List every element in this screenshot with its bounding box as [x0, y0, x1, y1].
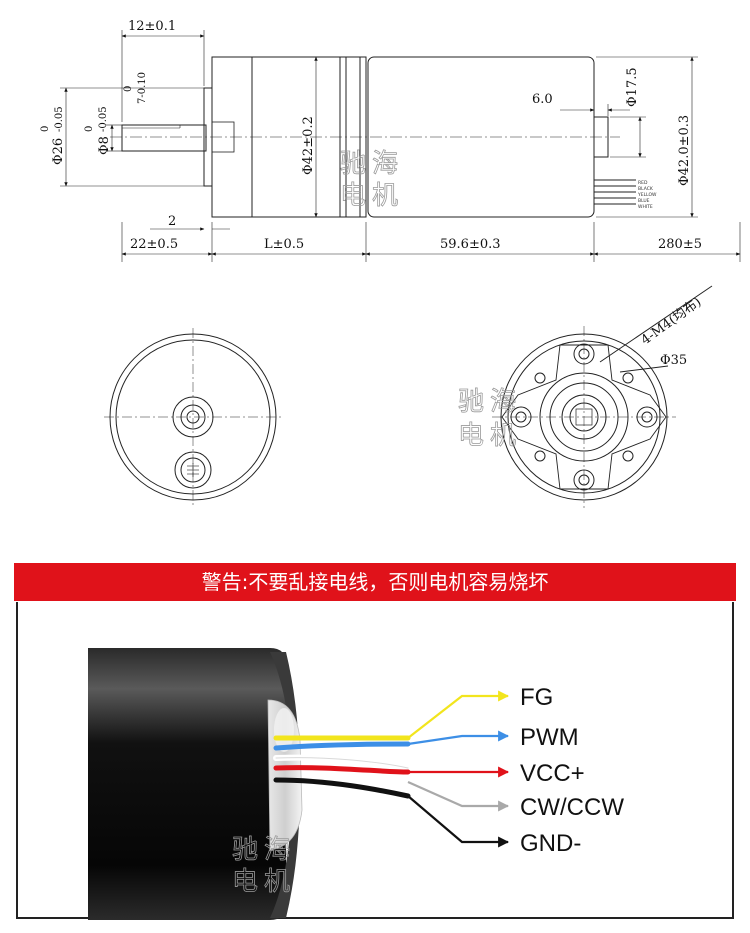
photo-frame: [16, 602, 734, 919]
svg-text:电: 电: [340, 181, 366, 211]
dim-d42-motor: Φ42.0±0.3: [677, 115, 692, 186]
gearbox-body: [211, 56, 367, 218]
rear-boss: [593, 116, 609, 158]
dim-d8-tol-top: 0: [84, 126, 95, 132]
svg-text:机: 机: [264, 867, 290, 897]
dim-d42-body: Φ42±0.2: [301, 116, 316, 175]
svg-text:电: 电: [232, 867, 258, 897]
watermark-side: 驰 海 电 机: [340, 149, 399, 212]
dim-holes: 4-M4(均布): [639, 295, 705, 349]
lead-color-text: RED BLACK YELLOW BLUE WHITE: [637, 180, 657, 210]
svg-text:RED: RED: [638, 180, 648, 186]
dim-flange-tol-bottom: 7-0.10: [137, 72, 148, 104]
svg-text:海: 海: [490, 387, 516, 417]
watermark-front: 驰 海 电 机: [458, 387, 517, 452]
dim-d26: Φ26: [51, 138, 66, 165]
svg-text:BLACK: BLACK: [638, 186, 654, 192]
dim-6: 6.0: [532, 92, 553, 107]
svg-text:机: 机: [372, 181, 398, 211]
warning-banner: 警告:不要乱接电线，否则电机容易烧坏: [14, 563, 736, 601]
watermark-photo: 驰 海 电 机: [232, 835, 291, 898]
dim-280: 280±5: [658, 237, 702, 252]
dim-d8-tol-bottom: -0.05: [98, 106, 109, 132]
wire-bundle: [273, 735, 411, 799]
svg-text:机: 机: [490, 421, 516, 451]
wire-label-cw-ccw: CW/CCW: [520, 794, 624, 821]
side-view: [110, 56, 636, 218]
front-end-view: [492, 285, 713, 508]
dim-d35: Φ35: [660, 353, 687, 368]
svg-text:WHITE: WHITE: [638, 204, 653, 210]
wire-label-gnd: GND-: [520, 830, 581, 857]
dim-d26-tol-top: 0: [40, 126, 51, 132]
dim-flange-tol-top: 0: [123, 86, 134, 92]
svg-text:海: 海: [372, 149, 398, 179]
dim-22: 22±0.5: [130, 237, 178, 252]
svg-text:BLUE: BLUE: [638, 198, 650, 204]
svg-text:海: 海: [264, 835, 290, 865]
wire-label-vcc: VCC+: [520, 760, 585, 787]
wire-callouts: [407, 690, 510, 848]
wire-label-fg: FG: [520, 684, 553, 711]
svg-text:驰: 驰: [340, 149, 366, 179]
dim-59-6: 59.6±0.3: [440, 237, 501, 252]
dim-d8: Φ8: [97, 136, 112, 155]
dimension-lines: [60, 30, 741, 262]
svg-text:驰: 驰: [458, 387, 484, 417]
dim-d26-tol-bottom: -0.05: [54, 106, 65, 132]
wire-label-pwm: PWM: [520, 724, 579, 751]
output-shaft: [121, 124, 207, 152]
dim-2: 2: [168, 214, 176, 229]
rear-end-view: [104, 328, 282, 506]
svg-text:YELLOW: YELLOW: [637, 192, 657, 198]
dim-d17-5: Φ17.5: [625, 67, 640, 107]
dim-12: 12±0.1: [128, 19, 176, 34]
svg-text:电: 电: [458, 421, 484, 451]
dim-L: L±0.5: [264, 237, 304, 252]
svg-text:驰: 驰: [232, 835, 258, 865]
